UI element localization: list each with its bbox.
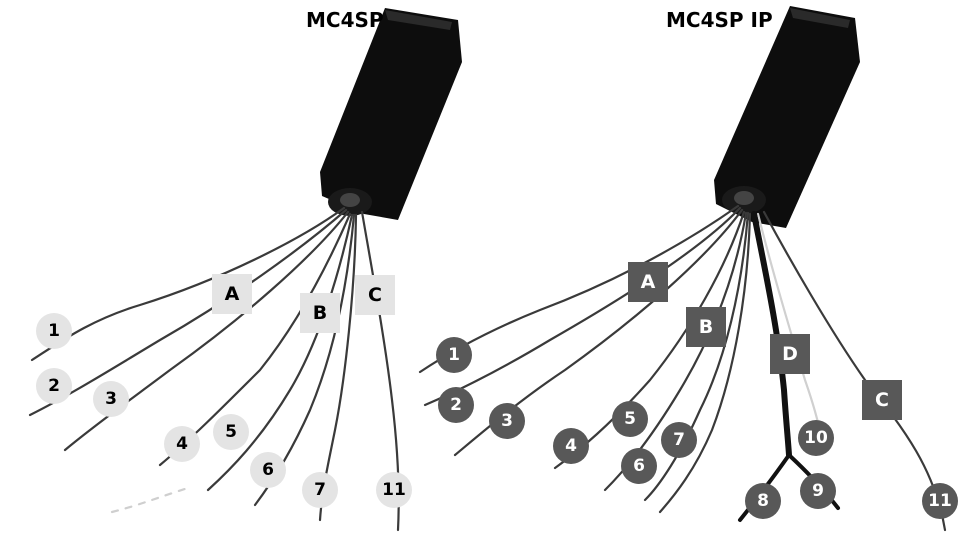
mc4sp-wire-7-marker: 7: [302, 472, 338, 508]
mc4sp-ip-group-b-label: B: [686, 307, 726, 347]
mc4sp-ip-wire-6: [643, 211, 750, 502]
mc4sp-enclosure-highlight: [385, 10, 452, 30]
mc4sp-ip-enclosure: [714, 6, 860, 228]
mc4sp-wire-5-marker: 5: [213, 414, 249, 450]
mc4sp-wire-3-marker: 3: [93, 381, 129, 417]
mc4sp-ip-wire-5-marker: 5: [612, 401, 648, 437]
mc4sp-ip-wire-11: [762, 210, 947, 532]
mc4sp-ip-wire-10-marker: 10: [798, 420, 834, 456]
mc4sp-ip-wire-3-marker: 3: [489, 403, 525, 439]
mc4sp-group-c-label: C: [355, 275, 395, 315]
mc4sp-ip-wire-11-marker: 11: [922, 483, 958, 519]
mc4sp-ip-wire-9-marker: 9: [800, 473, 836, 509]
mc4sp-ip-title: MC4SP IP: [666, 8, 773, 32]
mc4sp-ip-wire-10: [756, 212, 824, 442]
mc4sp-ip-gland-center: [734, 191, 754, 205]
mc4sp-device: [320, 8, 462, 220]
mc4sp-ip-wire-4-marker: 4: [553, 428, 589, 464]
mc4sp-ip-wire-2: [423, 206, 742, 407]
mc4sp-group-b-label: B: [300, 293, 340, 333]
mc4sp-ip-wire-6-marker: 6: [621, 448, 657, 484]
mc4sp-wire-3: [63, 210, 350, 452]
mc4sp-wire-2-marker: 2: [36, 368, 72, 404]
mc4sp-ip-wire-7: [658, 212, 752, 514]
mc4sp-ip-wire-8-marker: 8: [745, 483, 781, 519]
mc4sp-wires: [28, 206, 400, 532]
mc4sp-ip-enclosure-highlight: [790, 8, 850, 28]
mc4sp-ip-wire-2-marker: 2: [438, 387, 474, 423]
mc4sp-title: MC4SP: [306, 8, 384, 32]
mc4sp-ip-wire-7-marker: 7: [661, 422, 697, 458]
mc4sp-wire-1: [30, 206, 346, 362]
mc4sp-wire-6-marker: 6: [250, 452, 286, 488]
mc4sp-ip-group-d-label: D: [770, 334, 810, 374]
mc4sp-faded-wire: [110, 486, 190, 514]
mc4sp-ip-wire-1-marker: 1: [436, 337, 472, 373]
mc4sp-ip-group-a-label: A: [628, 262, 668, 302]
mc4sp-wire-4-marker: 4: [164, 426, 200, 462]
mc4sp-wire-2: [28, 208, 348, 417]
mc4sp-ip-device: [714, 6, 860, 228]
mc4sp-wire-5: [206, 213, 354, 492]
mc4sp-ip-wires: [418, 204, 947, 532]
mc4sp-group-a-label: A: [212, 274, 252, 314]
mc4sp-ip-group-c-label: C: [862, 380, 902, 420]
mc4sp-wire-1-marker: 1: [36, 313, 72, 349]
mc4sp-gland-center: [340, 193, 360, 207]
mc4sp-wire-11-marker: 11: [376, 472, 412, 508]
mc4sp-enclosure: [320, 8, 462, 220]
